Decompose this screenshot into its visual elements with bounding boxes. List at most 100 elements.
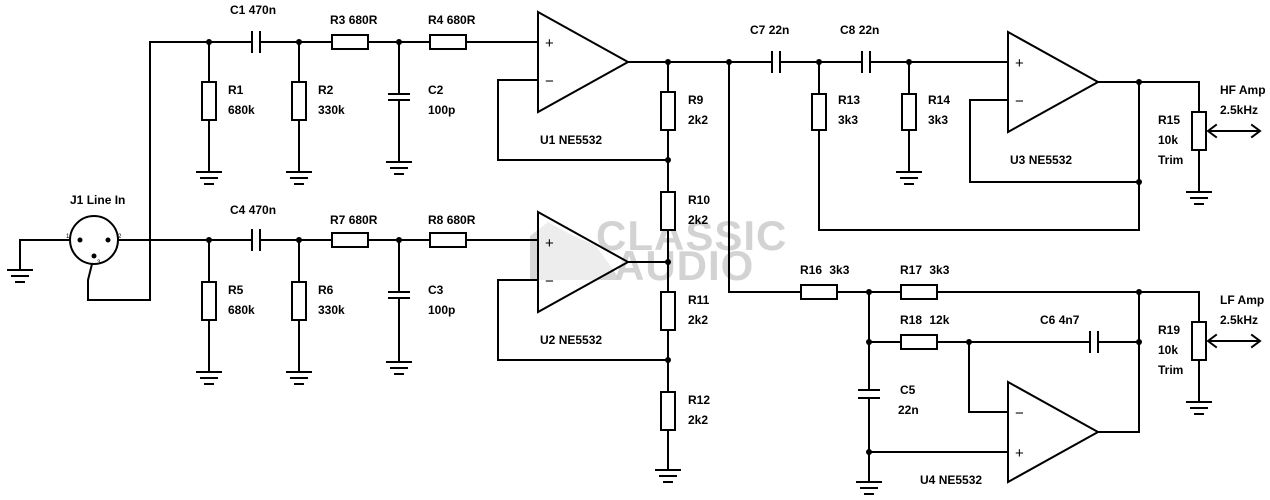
- svg-text:+: +: [545, 235, 554, 252]
- u2-label: U2 NE5532: [540, 333, 602, 347]
- r9-value: 2k2: [688, 113, 708, 127]
- capacitor-c1: [251, 31, 261, 53]
- r12-value: 2k2: [688, 413, 708, 427]
- r5-ref: R5: [228, 283, 244, 297]
- svg-text:−: −: [545, 73, 554, 90]
- r18-label: R18 12k: [900, 313, 950, 327]
- resistor-r7: [331, 232, 369, 248]
- svg-text:1: 1: [66, 234, 70, 240]
- c7-label: C7 22n: [750, 23, 789, 37]
- hf-output-line-2: 2.5kHz: [1220, 103, 1258, 117]
- svg-text:−: −: [1015, 405, 1024, 422]
- resistor-r1: [201, 81, 217, 121]
- watermark-line-2: AUDIO: [614, 242, 754, 289]
- r10-ref: R10: [688, 193, 710, 207]
- hf-output-line-1: HF Amp: [1220, 83, 1266, 97]
- svg-text:−: −: [1015, 93, 1024, 110]
- resistor-r11: [660, 291, 676, 331]
- capacitor-c8: [861, 51, 871, 73]
- resistor-r12: [660, 391, 676, 431]
- r1-value: 680k: [228, 103, 255, 117]
- resistor-r9: [660, 91, 676, 131]
- r14-value: 3k3: [928, 113, 948, 127]
- ground-icon: [7, 269, 33, 283]
- ground-icon: [286, 371, 312, 385]
- resistors: [201, 34, 1207, 431]
- resistor-r2: [291, 81, 307, 121]
- lf-output-arrow-icon: [1206, 333, 1262, 349]
- svg-text:+: +: [1015, 445, 1024, 462]
- u1-label: U1 NE5532: [540, 133, 602, 147]
- trim-pot-r19: [1191, 321, 1207, 361]
- r19-ref: R19: [1158, 323, 1180, 337]
- resistor-r16: [800, 284, 838, 300]
- c2-ref: C2: [428, 83, 444, 97]
- capacitors: [251, 31, 1099, 399]
- r5-value: 680k: [228, 303, 255, 317]
- c3-ref: C3: [428, 283, 444, 297]
- capacitor-c4: [251, 229, 261, 251]
- grounds: [7, 161, 1212, 495]
- ground-icon: [896, 171, 922, 185]
- ground-icon: [386, 361, 412, 375]
- c5-ref: C5: [900, 383, 916, 397]
- j1-xlr-connector: 1 2 3: [66, 215, 122, 266]
- u4-label: U4 NE5532: [920, 473, 982, 487]
- opamp-u3: + −: [1007, 30, 1101, 134]
- opamp-u1: + −: [537, 10, 631, 114]
- r11-ref: R11: [688, 293, 710, 307]
- svg-text:2: 2: [118, 234, 122, 240]
- c3-value: 100p: [428, 303, 455, 317]
- r6-ref: R6: [318, 283, 334, 297]
- svg-text:−: −: [545, 273, 554, 290]
- r13-value: 3k3: [838, 113, 858, 127]
- r6-value: 330k: [318, 303, 345, 317]
- resistor-r13: [811, 93, 827, 131]
- j1-label: J1 Line In: [70, 193, 125, 207]
- r1-ref: R1: [228, 83, 244, 97]
- resistor-r10: [660, 191, 676, 231]
- r3-label: R3 680R: [330, 13, 378, 27]
- capacitor-c6: [1089, 331, 1099, 353]
- capacitor-c3: [388, 291, 410, 299]
- c6-label: C6 4n7: [1040, 313, 1080, 327]
- resistor-r17: [900, 284, 938, 300]
- r7-label: R7 680R: [330, 213, 378, 227]
- r2-ref: R2: [318, 83, 334, 97]
- opamp-u4: − +: [1007, 380, 1101, 484]
- ground-icon: [1186, 401, 1212, 415]
- r11-value: 2k2: [688, 313, 708, 327]
- ground-icon: [856, 481, 882, 495]
- resistor-r4: [429, 34, 467, 50]
- lf-output-line-1: LF Amp: [1220, 293, 1264, 307]
- resistor-r18: [900, 334, 938, 350]
- resistor-r6: [291, 281, 307, 321]
- r8-label: R8 680R: [428, 213, 476, 227]
- c1-label: C1 470n: [230, 3, 276, 17]
- labels: C1 470n R3 680R R4 680R C4 470n R7 680R …: [228, 3, 1266, 487]
- svg-text:3: 3: [97, 260, 101, 266]
- resistor-r5: [201, 281, 217, 321]
- r9-ref: R9: [688, 93, 704, 107]
- c5-value: 22n: [898, 403, 919, 417]
- capacitor-c7: [771, 51, 781, 73]
- svg-text:+: +: [1015, 55, 1024, 72]
- r15-note: Trim: [1158, 153, 1183, 167]
- r12-ref: R12: [688, 393, 710, 407]
- opamp-u2: + −: [537, 210, 631, 314]
- r16-label: R16 3k3: [800, 263, 850, 277]
- ground-icon: [196, 171, 222, 185]
- resistor-r8: [429, 232, 467, 248]
- r13-ref: R13: [838, 93, 860, 107]
- ground-icon: [386, 161, 412, 175]
- junctions: [206, 39, 1142, 455]
- watermark-line-1: CLASSIC: [596, 212, 787, 259]
- trim-pot-r15: [1191, 111, 1207, 151]
- c4-label: C4 470n: [230, 203, 276, 217]
- c8-label: C8 22n: [840, 23, 879, 37]
- lf-output-line-2: 2.5kHz: [1220, 313, 1258, 327]
- r4-label: R4 680R: [428, 13, 476, 27]
- r15-value: 10k: [1158, 133, 1178, 147]
- ground-icon: [655, 469, 681, 483]
